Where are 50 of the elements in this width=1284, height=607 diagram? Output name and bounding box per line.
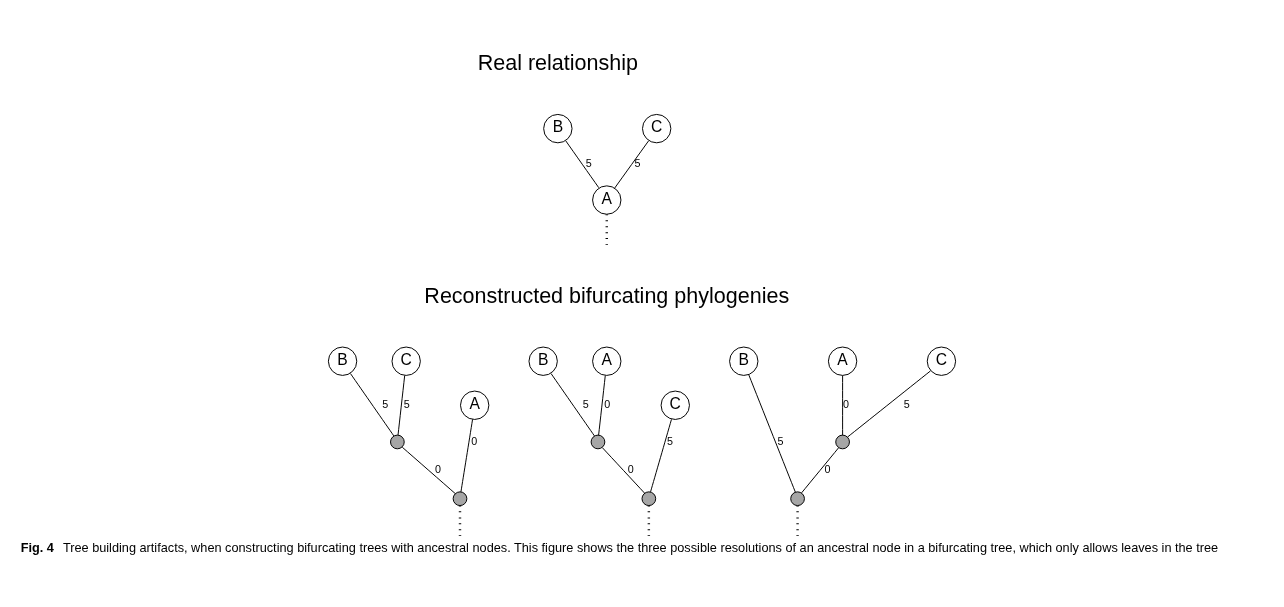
edge-label: 5 (903, 398, 910, 411)
node-circle: A (592, 346, 622, 376)
label: Reconstructed bifurcating phylogenies (424, 283, 790, 308)
node-circle: C (642, 113, 672, 144)
edge-label: 5 (582, 398, 589, 411)
node-circle: B (729, 346, 759, 376)
node-circle: C (926, 346, 957, 376)
node-circle (390, 434, 405, 450)
node-circle: A (827, 346, 858, 376)
connector (601, 447, 645, 494)
edge-label: 5 (403, 398, 410, 411)
caption: Fig. 4 Tree building artifacts, when constructing bifurcating trees with ancestral nodes. This figure shows the three possible resolutions of an ancestral node in a bifurcating tree, which only allows leaves in the tree (20, 539, 1219, 555)
connector (401, 446, 456, 495)
edge-label: 0 (843, 398, 850, 411)
node-circle: C (391, 346, 421, 376)
edge-label: 5 (777, 434, 784, 447)
edge-label: 5 (382, 398, 389, 411)
edge-label: 0 (434, 463, 441, 476)
connector (605, 214, 608, 247)
edge-label: 5 (634, 157, 641, 170)
node-circle (452, 491, 468, 507)
node-circle (790, 491, 805, 507)
edge-label: 5 (666, 434, 673, 447)
connector (801, 447, 839, 494)
connector (397, 375, 406, 436)
connector (614, 140, 650, 189)
node-circle: A (460, 390, 490, 420)
node-circle (835, 434, 850, 450)
edge-label: 0 (627, 463, 634, 476)
node-circle: B (543, 113, 573, 144)
node-circle (590, 434, 606, 450)
edge-label: 0 (471, 434, 478, 447)
edge-label: 5 (585, 157, 592, 170)
node-circle: B (528, 346, 558, 376)
connector (460, 418, 474, 493)
connector (598, 375, 606, 436)
connector (650, 418, 672, 493)
connector (847, 370, 931, 438)
node-circle (641, 491, 657, 507)
node-circle: C (660, 390, 690, 420)
node-circle: A (592, 185, 622, 215)
node-circle: B (327, 346, 358, 376)
edge-label: 0 (604, 398, 611, 411)
connector (550, 373, 595, 437)
connector (565, 140, 600, 189)
edge-label: 0 (824, 463, 831, 476)
connector (842, 375, 844, 436)
label: Real relationship (477, 51, 638, 76)
connector (748, 374, 796, 493)
connector (349, 373, 395, 437)
